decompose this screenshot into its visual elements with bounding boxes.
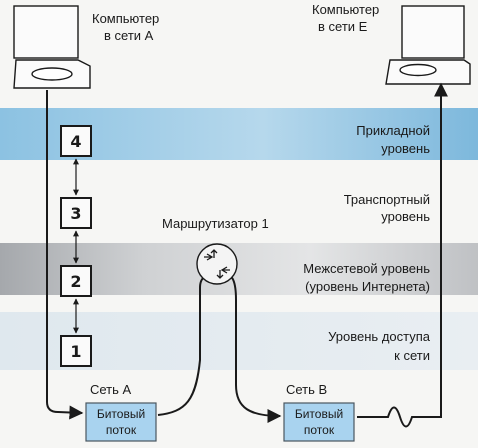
svg-text:2: 2: [70, 272, 81, 291]
data-path-line: [46, 90, 84, 420]
computer-a-icon: [13, 5, 91, 89]
computer-a-label-line2: в сети А: [104, 28, 154, 43]
network-b-box-line1: Битовый: [295, 407, 343, 421]
network-b-label: Сеть В: [286, 382, 327, 397]
layer-transport-line2: уровень: [381, 209, 430, 224]
layer-internet-line2: (уровень Интернета): [305, 279, 430, 294]
svg-text:3: 3: [70, 204, 81, 223]
layer-box-4: 4: [60, 125, 92, 157]
layer-box-2: 2: [60, 265, 92, 297]
layer-box-1: 1: [60, 335, 92, 367]
network-a-label: Сеть А: [90, 382, 132, 397]
network-b-to-computer-e-line: [357, 82, 448, 428]
computer-a-label-line1: Компьютер: [92, 11, 159, 26]
network-a-bitstream-box: Битовый поток: [85, 402, 157, 442]
svg-text:1: 1: [70, 342, 81, 361]
layer-access-line2: к сети: [394, 348, 430, 363]
layer-application-line1: Прикладной: [356, 123, 430, 138]
svg-text:4: 4: [70, 132, 81, 151]
router-label: Маршрутизатор 1: [162, 216, 269, 231]
computer-e-label-line1: Компьютер: [312, 2, 379, 17]
layer-transport-line1: Транспортный: [344, 192, 430, 207]
layer-internet-line1: Межсетевой уровень: [303, 261, 430, 276]
network-a-box-line1: Битовый: [97, 407, 145, 421]
network-b-bitstream-box: Битовый поток: [283, 402, 355, 442]
layer-access-line1: Уровень доступа: [328, 329, 431, 344]
network-b-box-line2: поток: [304, 423, 335, 437]
computer-e-label-line2: в сети Е: [318, 19, 368, 34]
network-a-box-line2: поток: [106, 423, 137, 437]
layer-box-3: 3: [60, 197, 92, 229]
layer-application-line2: уровень: [381, 141, 430, 156]
computer-e-icon: [385, 5, 471, 85]
router-icon: [196, 243, 238, 285]
